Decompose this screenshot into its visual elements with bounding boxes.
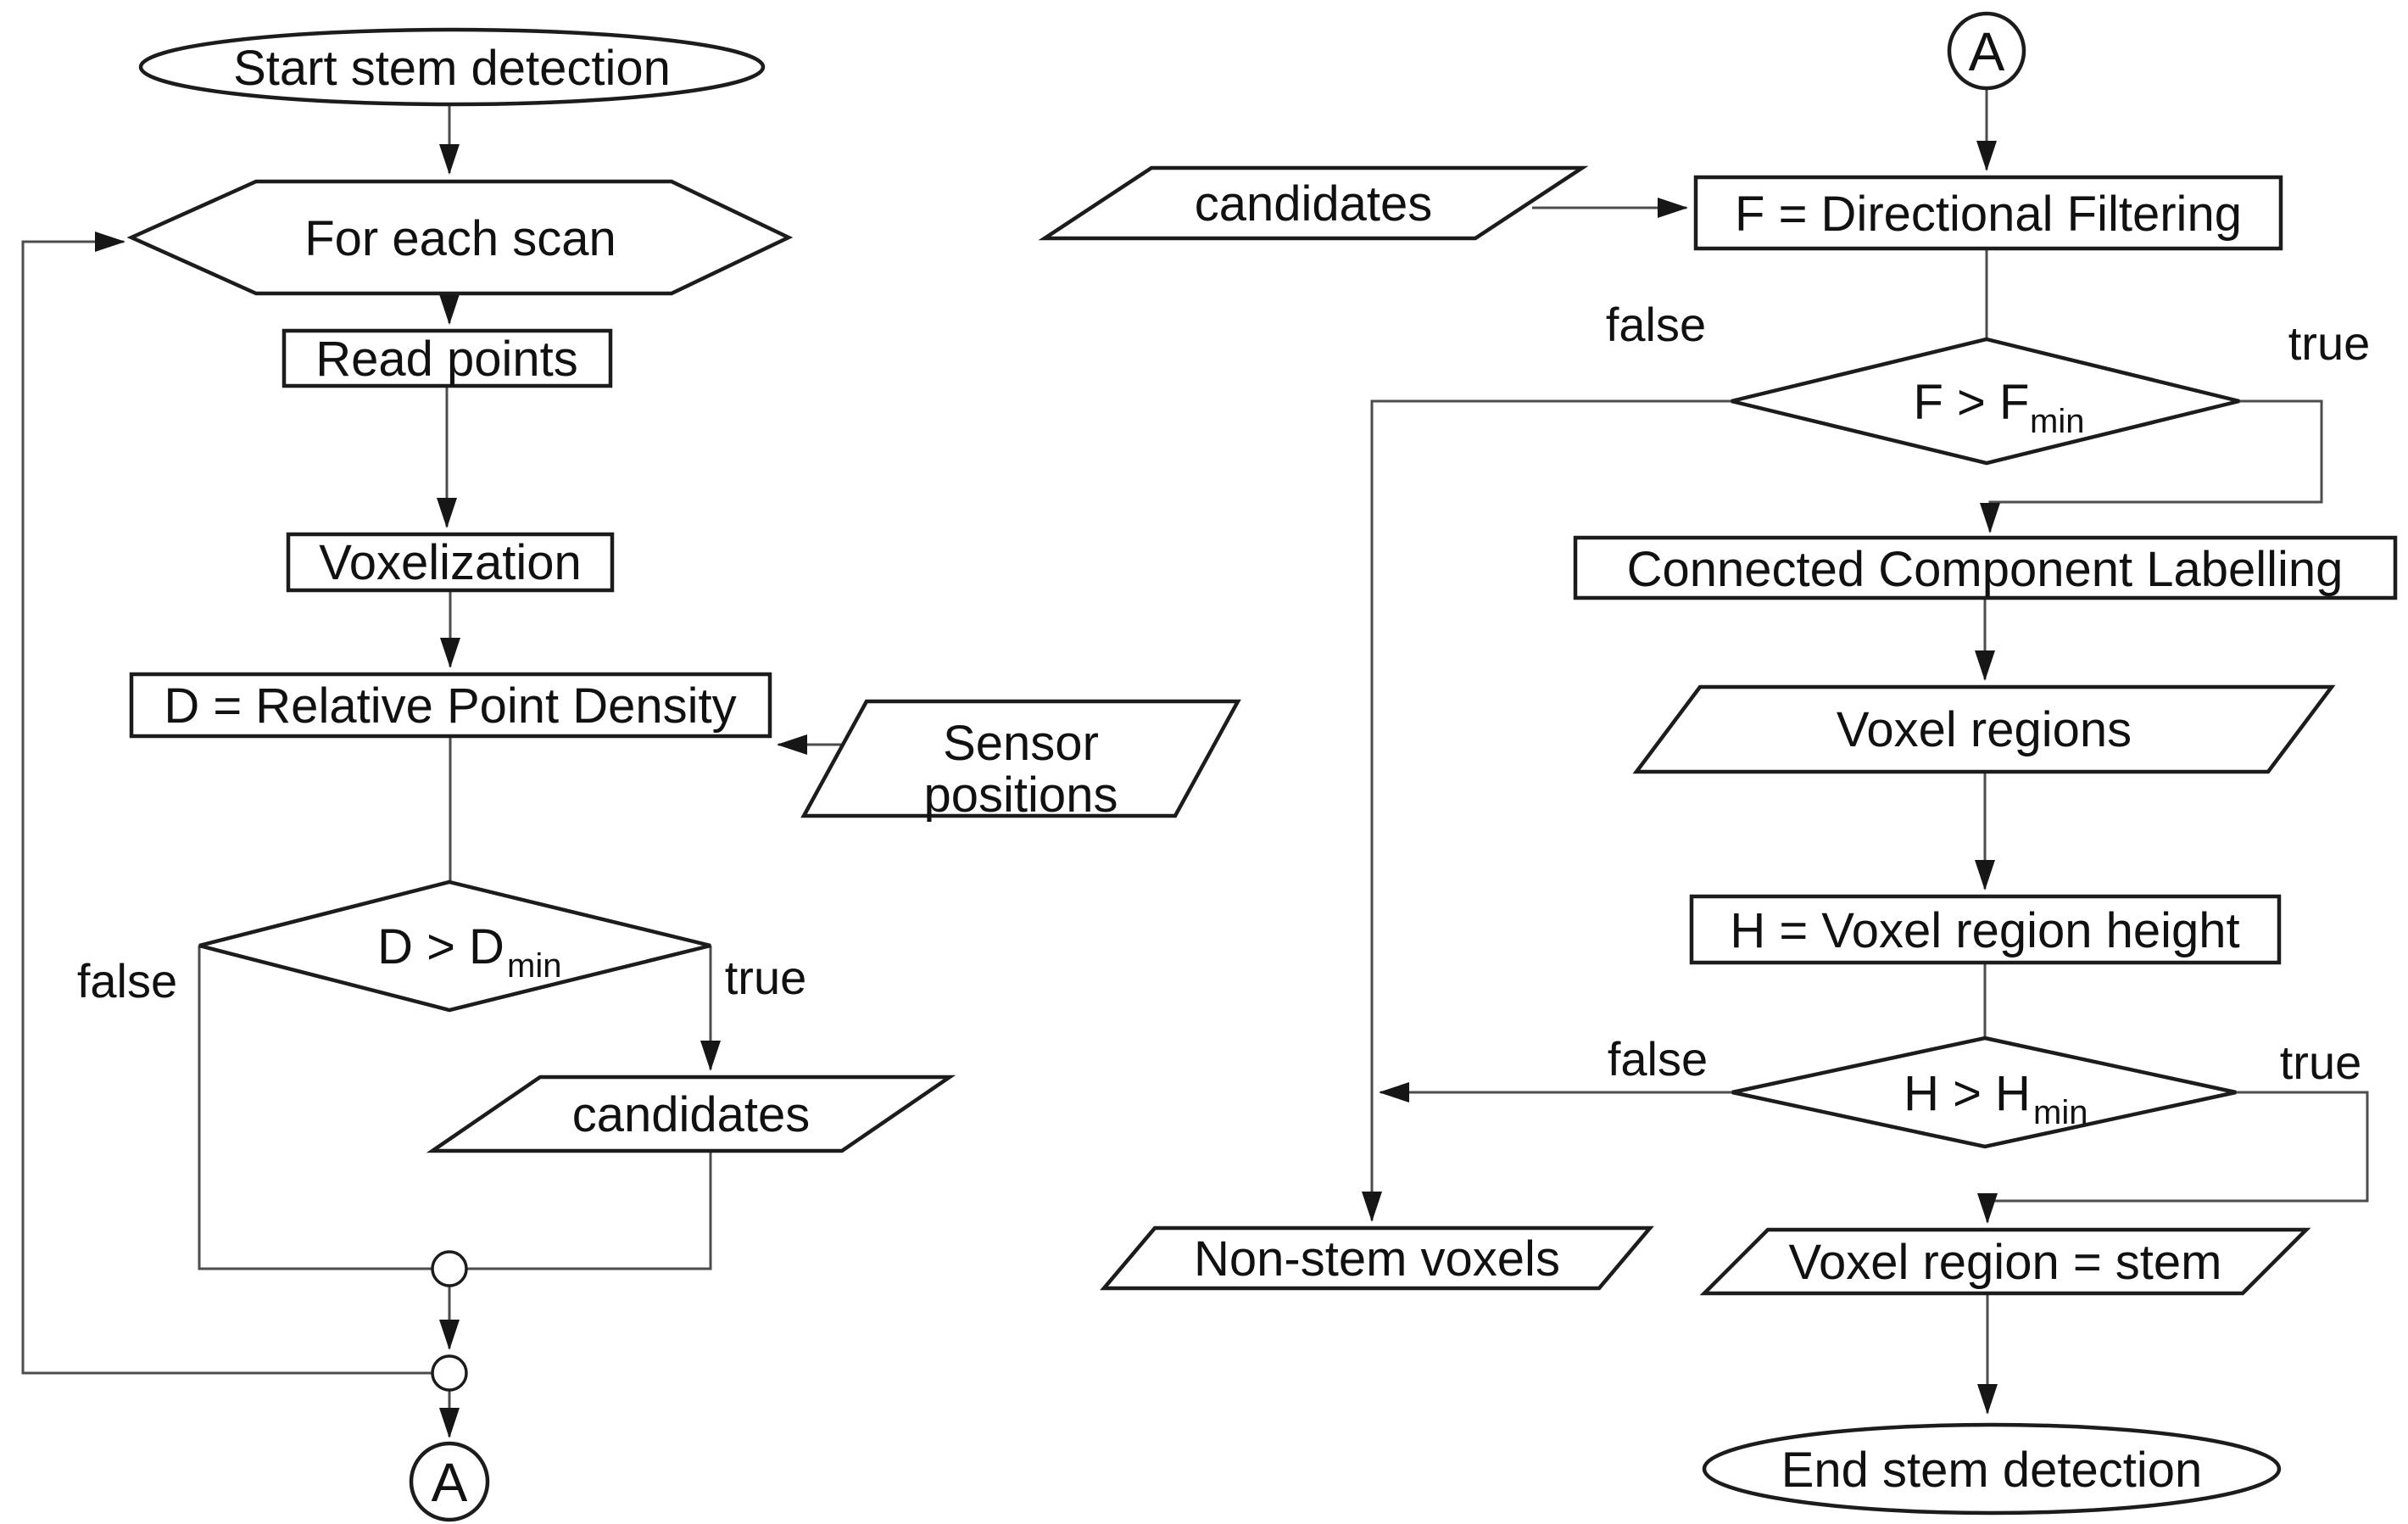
for-each-scan-loop [126, 179, 794, 296]
start-terminator-label: Start stem detection [233, 41, 671, 96]
candidates-left-label: candidates [572, 1087, 811, 1142]
filtering-label: F = Directional Filtering [1735, 187, 2242, 242]
height-decision [1731, 1036, 2237, 1149]
merge-connector-1 [431, 1250, 468, 1287]
read-points-process [281, 328, 613, 388]
sensor-positions-data [800, 699, 1241, 818]
height-process-label: H = Voxel region height [1730, 903, 2239, 958]
edge-filtering-true-to-ccl [1980, 399, 2323, 533]
filtering-decision [1731, 337, 2240, 466]
right-column: A candidates F = Directional Filtering F… [1038, 11, 2398, 1516]
density-false-label: false [77, 954, 177, 1008]
candidates-right-label: candidates [1195, 176, 1433, 232]
connector-a-left-label: A [432, 1452, 468, 1513]
edges [21, 89, 2369, 1438]
non-stem-voxels-data [1100, 1225, 1654, 1291]
density-process [129, 672, 772, 739]
end-terminator-label: End stem detection [1781, 1443, 2203, 1498]
density-decision-subscript: min [507, 947, 561, 985]
ccl-label: Connected Component Labelling [1627, 542, 2344, 597]
filtering-decision-subscript: min [2030, 403, 2084, 440]
voxelization-label: Voxelization [319, 535, 582, 590]
connector-a-right [1947, 11, 2026, 91]
height-true-label: true [2280, 1036, 2362, 1089]
height-false-label: false [1608, 1032, 1708, 1086]
left-column: Start stem detection For each scan Read … [77, 27, 1241, 1522]
edge-filtering-false-to-non-stem [1362, 399, 1731, 1222]
connector-a-left [409, 1441, 490, 1522]
merge-connector-2 [431, 1354, 468, 1392]
end-terminator [1702, 1422, 2282, 1516]
sensor-positions-label-line2: positions [924, 768, 1118, 823]
candidates-data-right [1038, 165, 1589, 241]
voxelization-process [286, 532, 615, 593]
connector-a-right-label: A [1969, 21, 2005, 82]
edge-height-true-to-stem [1977, 1091, 2369, 1224]
edge-loop-back-to-for-each-scan [21, 232, 432, 1375]
non-stem-voxels-label: Non-stem voxels [1194, 1231, 1560, 1287]
density-true-label: true [725, 951, 807, 1004]
voxel-regions-data [1632, 684, 2336, 774]
density-decision-label: D > D [377, 919, 504, 974]
filtering-process [1693, 175, 2283, 251]
filtering-false-label: false [1606, 298, 1706, 351]
for-each-scan-label: For each scan [304, 211, 616, 266]
density-decision [198, 879, 711, 1013]
read-points-label: Read points [315, 332, 578, 387]
sensor-positions-label-line1: Sensor [943, 716, 1099, 771]
height-decision-subscript: min [2033, 1094, 2087, 1131]
voxel-region-stem-data [1699, 1227, 2311, 1296]
voxel-region-stem-label: Voxel region = stem [1788, 1235, 2221, 1290]
candidates-data-left [426, 1075, 956, 1153]
density-label: D = Relative Point Density [164, 678, 736, 734]
ccl-process [1573, 535, 2398, 600]
height-process [1689, 894, 2282, 965]
filtering-decision-label: F > F [1914, 375, 2030, 430]
edge-density-false-to-merge [198, 946, 432, 1270]
filtering-true-label: true [2288, 316, 2371, 370]
start-terminator [138, 27, 766, 107]
height-decision-label: H > H [1904, 1066, 2031, 1121]
voxel-regions-label: Voxel regions [1837, 702, 2132, 757]
edge-candidates-to-merge [467, 1151, 712, 1270]
